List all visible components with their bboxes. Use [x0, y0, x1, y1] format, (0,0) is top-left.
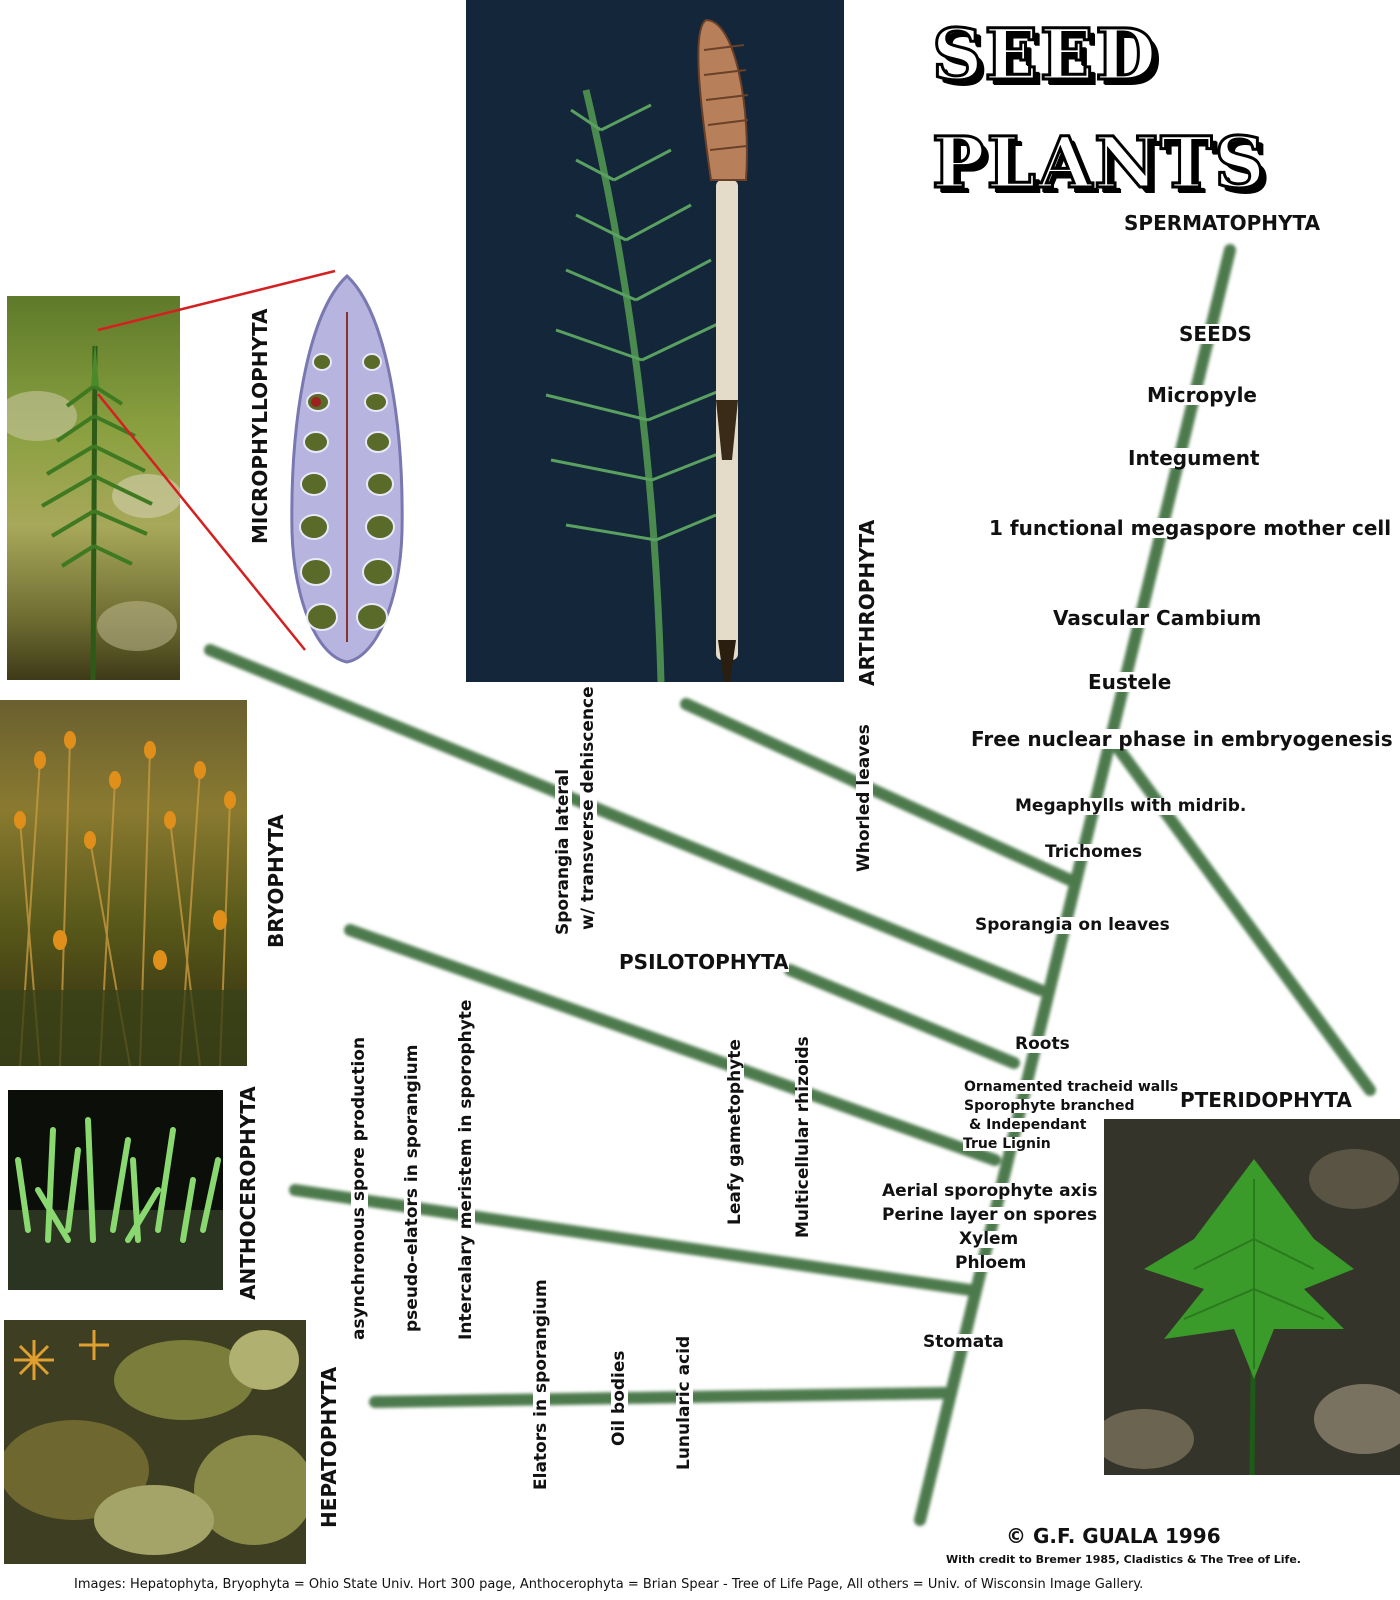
- char-megaphylls: Megaphylls with midrib.: [1015, 796, 1247, 816]
- pointer-lines: [97, 269, 336, 651]
- char-sporangia-lateral-2: w/ transverse dehiscence: [578, 686, 598, 930]
- char-integument: Integument: [1128, 446, 1260, 470]
- psilotophyta-branch: [784, 964, 1020, 1069]
- char-intercalary: Intercalary meristem in sporophyte: [456, 999, 476, 1340]
- char-pseudo-elators: pseudo-elators in sporangium: [402, 1044, 422, 1332]
- clade-psilotophyta: PSILOTOPHYTA: [619, 950, 789, 974]
- bryophyta-branch: [344, 924, 1001, 1166]
- char-elators: Elators in sporangium: [531, 1279, 551, 1490]
- char-ornamented: Ornamented tracheid walls: [964, 1079, 1179, 1095]
- char-multicellular-rhizoids: Multicellular rhizoids: [793, 1036, 813, 1238]
- bryophyta-photo: [0, 700, 247, 1066]
- clade-hepatophyta: HEPATOPHYTA: [317, 1366, 341, 1528]
- char-vascular-cambium: Vascular Cambium: [1053, 606, 1262, 630]
- char-sporangia-lateral-1: Sporangia lateral: [553, 768, 573, 935]
- clade-anthocerophyta: ANTHOCEROPHYTA: [236, 1086, 260, 1300]
- char-eustele: Eustele: [1088, 670, 1172, 694]
- hepatophyta-branch: [369, 1387, 951, 1408]
- char-megaspore: 1 functional megaspore mother cell: [989, 516, 1392, 540]
- credit-images: Images: Hepatophyta, Bryophyta = Ohio St…: [74, 1577, 1144, 1592]
- hepatophyta-photo: [4, 1320, 306, 1564]
- char-trichomes: Trichomes: [1045, 842, 1143, 862]
- credit-copyright: © G.F. GUALA 1996: [1006, 1524, 1221, 1548]
- char-true-lignin: True Lignin: [963, 1136, 1051, 1152]
- strobilus-section-image: [286, 272, 408, 664]
- char-perine: Perine layer on spores: [882, 1205, 1098, 1225]
- arthrophyta-branch: [680, 698, 1076, 886]
- char-asynchronous: asynchronous spore production: [349, 1036, 369, 1340]
- title-line2: PLANTS: [931, 121, 1267, 204]
- char-whorled-leaves: Whorled leaves: [854, 724, 874, 872]
- clade-arthrophyta: ARTHROPHYTA: [855, 519, 879, 686]
- title-line1: SEED: [931, 13, 1158, 96]
- clade-bryophyta: BRYOPHYTA: [264, 814, 288, 948]
- char-oil-bodies: Oil bodies: [609, 1350, 629, 1446]
- char-roots: Roots: [1015, 1034, 1070, 1054]
- char-free-nuclear: Free nuclear phase in embryogenesis: [971, 727, 1393, 751]
- pteridophyta-photo: [1104, 1119, 1400, 1475]
- char-seeds: SEEDS: [1179, 322, 1252, 346]
- clade-spermatophyta: SPERMATOPHYTA: [1124, 211, 1321, 235]
- clade-microphyllophyta: MICROPHYLLOPHYTA: [248, 308, 272, 544]
- char-stomata: Stomata: [923, 1332, 1004, 1352]
- microphyllophyta-photo: [7, 296, 180, 680]
- pointer-line-bottom: [97, 393, 306, 651]
- char-independant: & Independant: [969, 1117, 1087, 1133]
- anthocerophyta-photo: [8, 1090, 223, 1290]
- char-sporangia-leaves: Sporangia on leaves: [975, 915, 1170, 935]
- char-leafy-gametophyte: Leafy gametophyte: [725, 1039, 745, 1225]
- pointer-line-top: [97, 269, 336, 332]
- char-aerial: Aerial sporophyte axis: [882, 1181, 1098, 1201]
- anthocerophyta-branch: [289, 1184, 976, 1296]
- char-micropyle: Micropyle: [1147, 383, 1257, 407]
- char-xylem: Xylem: [959, 1229, 1019, 1249]
- trunk-branch: [914, 244, 1236, 1526]
- char-sporophyte-branched: Sporophyte branched: [964, 1098, 1135, 1114]
- clade-pteridophyta: PTERIDOPHYTA: [1180, 1088, 1352, 1112]
- arthrophyta-photo: [466, 0, 844, 682]
- char-lunularic: Lunularic acid: [674, 1335, 694, 1470]
- char-phloem: Phloem: [955, 1253, 1027, 1273]
- credit-bremer: With credit to Bremer 1985, Cladistics &…: [946, 1553, 1301, 1566]
- microphyllophyta-branch: [204, 644, 1046, 996]
